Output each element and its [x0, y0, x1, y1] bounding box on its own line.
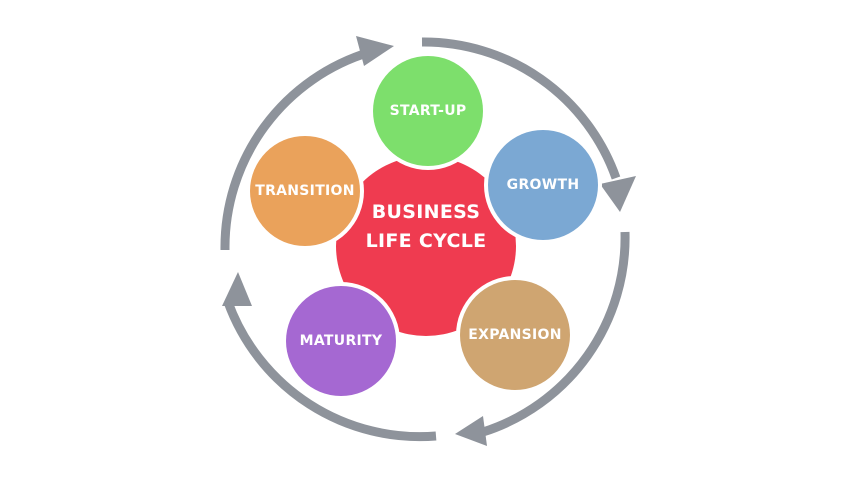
stage-transition-label: TRANSITION	[255, 183, 355, 199]
center-title-line-2: LIFE CYCLE	[365, 230, 487, 252]
stage-expansion: EXPANSION	[460, 280, 570, 390]
arrow-bottom-right	[481, 231, 630, 437]
stage-maturity: MATURITY	[286, 286, 396, 396]
arrow-top-right	[421, 37, 621, 180]
arrowheads	[222, 36, 636, 446]
stage-growth: GROWTH	[488, 130, 598, 240]
stage-startup: START-UP	[373, 56, 483, 166]
arrow-left	[220, 47, 372, 251]
stage-growth-label: GROWTH	[506, 177, 580, 193]
stage-transition: TRANSITION	[250, 136, 360, 246]
arrow-bottom-left	[223, 300, 437, 442]
arrowhead-left	[222, 272, 252, 306]
arrowhead-top	[356, 36, 394, 66]
arrowhead-bottom	[455, 416, 487, 446]
stage-maturity-label: MATURITY	[299, 333, 383, 349]
stage-startup-label: START-UP	[389, 103, 467, 119]
center-label: BUSINESS LIFE CYCLE	[352, 198, 500, 256]
cycle-arrows	[220, 37, 630, 442]
stage-expansion-label: EXPANSION	[468, 327, 562, 343]
center-title-line-1: BUSINESS	[371, 201, 481, 223]
center-node	[336, 156, 516, 336]
arrowhead-top-right	[600, 176, 636, 212]
